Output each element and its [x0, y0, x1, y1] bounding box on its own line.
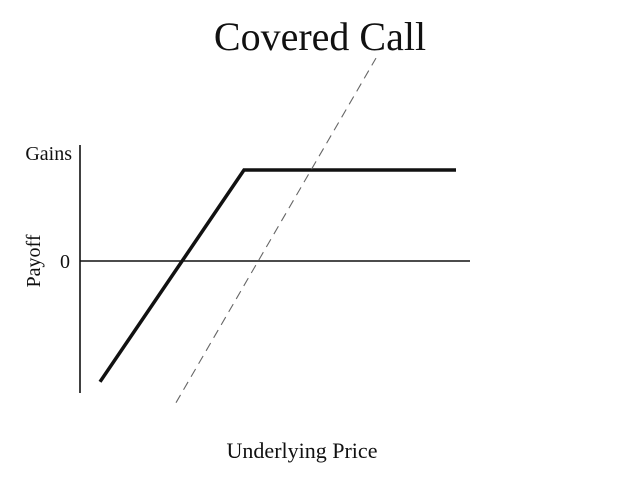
stock-payoff-dashed-line: [175, 57, 377, 403]
x-axis-label: Underlying Price: [227, 438, 378, 463]
covered-call-payoff-line: [98, 168, 456, 383]
series-layer: [98, 57, 456, 403]
chart-title: Covered Call: [214, 14, 426, 59]
y-tick-label-zero: 0: [60, 251, 70, 273]
y-tick-label-gains: Gains: [25, 143, 72, 165]
y-axis-label: Payoff: [23, 234, 45, 287]
